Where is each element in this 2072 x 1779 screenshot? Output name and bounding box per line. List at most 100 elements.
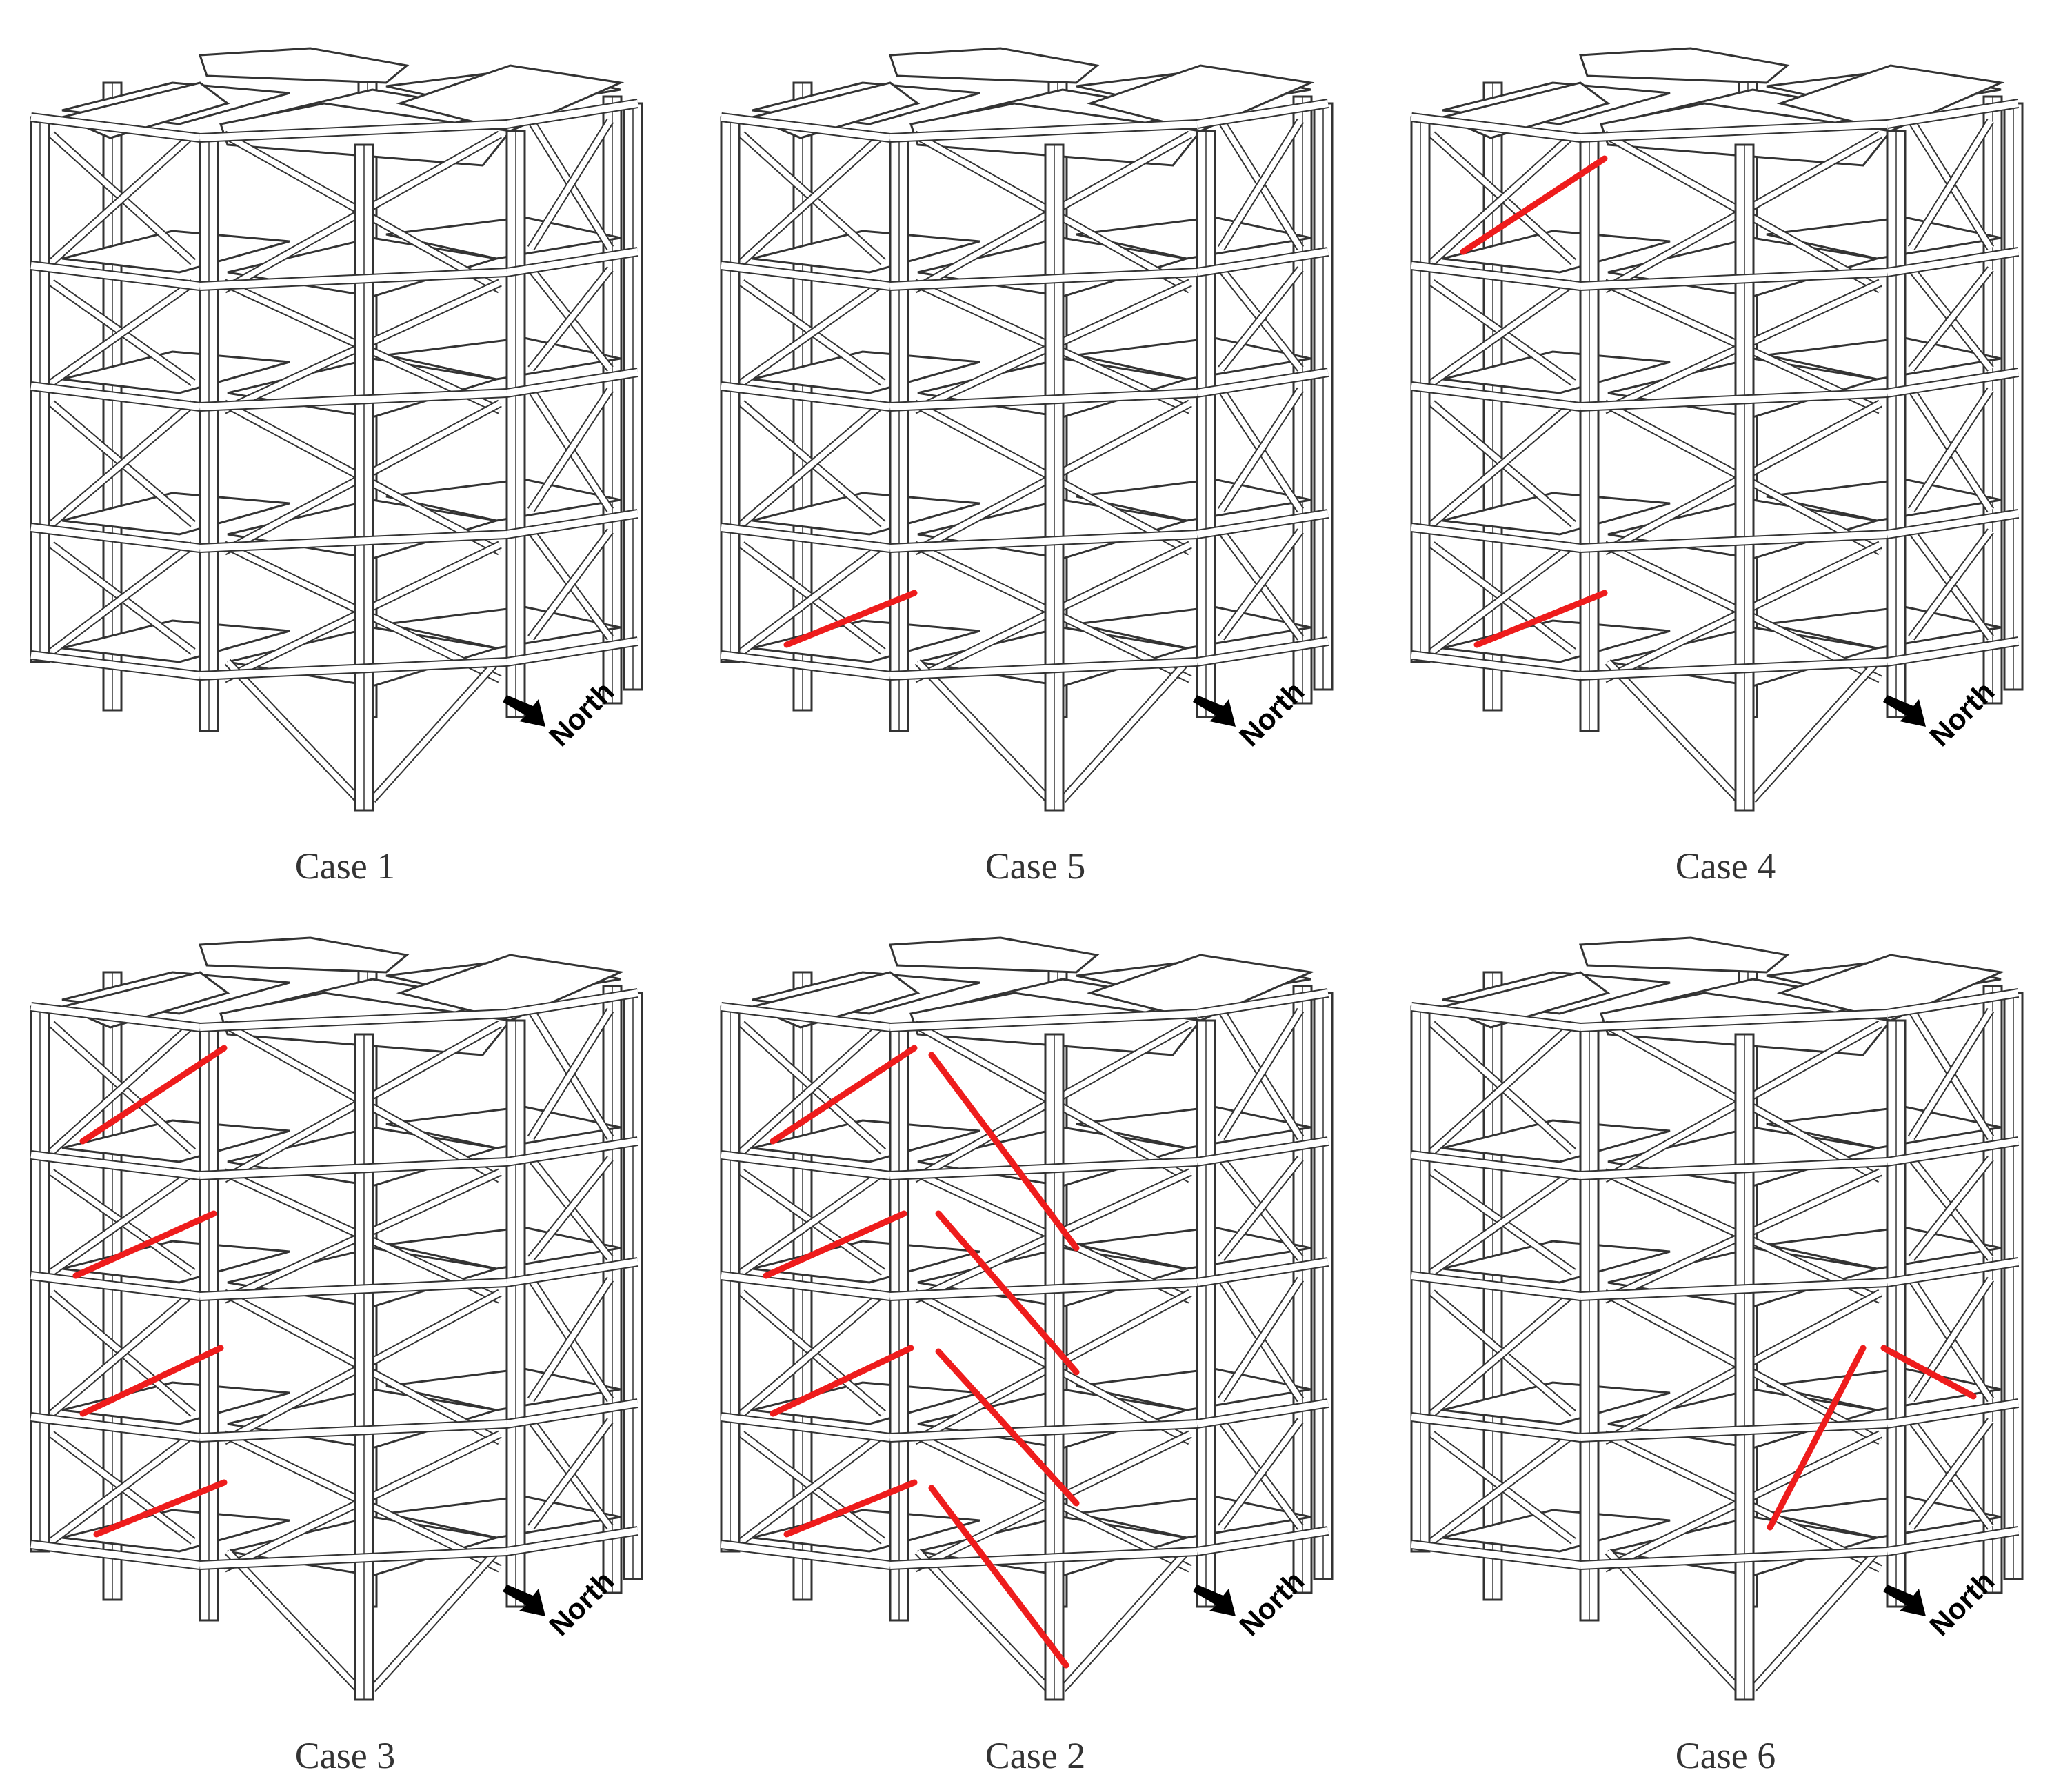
- floor-slab-right: [1766, 216, 2002, 260]
- beam-left-fill: [1411, 262, 1581, 290]
- beam-front: [199, 1009, 507, 1032]
- beam-right: [1196, 636, 1329, 667]
- brace-right-b-fill: [1909, 119, 1993, 250]
- beam-right-fill: [506, 1400, 638, 1427]
- floor-slab-right: [1076, 1367, 1311, 1411]
- beam-right-fill: [506, 369, 638, 396]
- roof-slab-back: [1578, 47, 1790, 84]
- beam-left-fill: [721, 1003, 891, 1031]
- beam-front: [1580, 657, 1888, 681]
- beam-left-fill: [1411, 114, 1581, 141]
- roof-slab-back: [1578, 936, 1790, 974]
- brace-left-b-fill: [50, 280, 195, 385]
- beam-right-fill: [1196, 989, 1329, 1017]
- beam-right: [1886, 368, 2020, 398]
- beam-front-fill: [199, 659, 507, 679]
- beam-front: [1580, 530, 1888, 553]
- frame-drawing: [720, 936, 1334, 1701]
- brace-ground-a-fill: [1606, 1549, 1741, 1691]
- beam-left-fill: [721, 1152, 891, 1179]
- brace-right-b: [1907, 387, 1995, 513]
- brace-left-b: [1429, 541, 1576, 655]
- floor-slab-right: [385, 1367, 621, 1411]
- brace-right-b-fill: [1218, 1418, 1303, 1529]
- beam-front-fill: [199, 1420, 507, 1441]
- brace-left-b-fill: [1430, 1431, 1576, 1544]
- brace-ground-a-fill: [916, 660, 1051, 802]
- brace-left-b-fill: [1430, 1022, 1576, 1154]
- brace-left-b-fill: [50, 1431, 195, 1544]
- beam-right-fill: [1196, 248, 1329, 276]
- floor-slab-right: [1076, 1105, 1311, 1149]
- beam-left: [1411, 381, 1581, 412]
- beam-right: [505, 1136, 639, 1167]
- beam-right-fill: [506, 1138, 638, 1165]
- beam-right-fill: [506, 248, 638, 276]
- brace-right-b-fill: [528, 267, 613, 371]
- brace-right-b: [1217, 387, 1305, 513]
- floor-slab-right: [1076, 336, 1311, 381]
- brace-right-b-fill: [528, 119, 613, 250]
- brace-right-b: [1908, 528, 1994, 641]
- brace-right-b: [1218, 528, 1304, 641]
- beam-front-fill: [1580, 1420, 1888, 1441]
- beam-left-fill: [721, 524, 891, 552]
- beam-front-fill: [199, 1158, 507, 1179]
- brace-right-b: [1907, 1007, 1995, 1140]
- beam-front-fill: [199, 1279, 507, 1300]
- highlighted-brace-a2: [770, 1345, 914, 1417]
- brace-right-b: [527, 266, 614, 372]
- arrow-icon: [503, 695, 545, 727]
- arrow-icon: [1193, 1585, 1236, 1616]
- beam-left-fill: [30, 1152, 201, 1179]
- beam-left-fill: [30, 1414, 201, 1441]
- floor-slab-right: [385, 605, 621, 650]
- brace-right-b-fill: [1909, 1418, 1993, 1529]
- beam-left: [1411, 523, 1581, 553]
- brace-left-b: [1429, 1021, 1577, 1155]
- beam-front-fill: [889, 1010, 1198, 1031]
- frame-drawing: [30, 936, 643, 1701]
- caption: Case 6: [1675, 1735, 1776, 1776]
- beam-front: [889, 1419, 1198, 1443]
- frame-drawing: [720, 47, 1334, 812]
- caption: Case 5: [985, 845, 1086, 887]
- panel-case-1: North Case 1: [0, 0, 690, 890]
- brace-right-b: [527, 1007, 614, 1140]
- brace-left-b: [1429, 1289, 1576, 1417]
- arrow-icon: [503, 1585, 545, 1616]
- beam-right-fill: [1887, 510, 2019, 538]
- brace-right-b-fill: [1218, 119, 1303, 250]
- brace-left-b: [739, 400, 886, 527]
- beam-left: [721, 523, 891, 553]
- highlighted-brace-a2: [79, 1345, 224, 1417]
- brace-ground-b-fill: [370, 1549, 499, 1691]
- beam-right: [505, 368, 639, 398]
- beam-front: [199, 530, 507, 553]
- beam-left: [721, 112, 891, 143]
- brace-left-b: [739, 541, 886, 655]
- north-indicator: North: [503, 1565, 638, 1689]
- brace-ground-a: [224, 659, 362, 803]
- beam-front: [889, 268, 1198, 291]
- brace-left-b: [49, 400, 196, 527]
- beam-right: [1886, 988, 2020, 1018]
- brace-right-b-fill: [1218, 1277, 1303, 1402]
- beam-right: [1196, 509, 1329, 539]
- beam-right: [1886, 636, 2020, 667]
- brace-right-b-fill: [1218, 267, 1303, 371]
- brace-left-b: [738, 1021, 887, 1155]
- beam-left: [1411, 1540, 1581, 1570]
- beam-right: [505, 1257, 639, 1287]
- beam-left: [30, 1002, 201, 1032]
- floor-slab-right: [385, 1105, 621, 1149]
- brace-left-b: [48, 131, 197, 265]
- beam-right-fill: [1196, 369, 1329, 396]
- beam-front-fill: [889, 531, 1198, 552]
- beam-right: [1196, 1257, 1329, 1287]
- brace-right-b-fill: [528, 1277, 613, 1402]
- beam-front-fill: [889, 269, 1198, 290]
- beam-right-fill: [1887, 369, 2019, 396]
- panel-case-5: North Case 5: [690, 0, 1380, 890]
- highlighted-brace-b1: [928, 1485, 1069, 1669]
